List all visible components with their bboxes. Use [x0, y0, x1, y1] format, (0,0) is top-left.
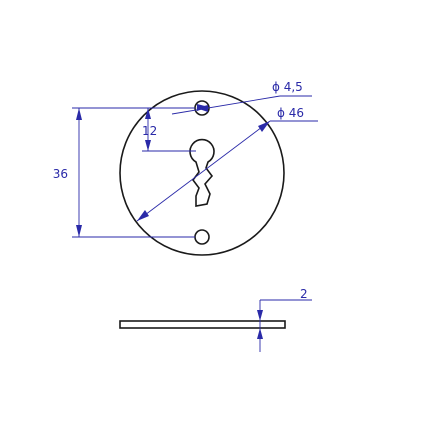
plate-side-profile: [119, 320, 286, 329]
dimension-keyhole-offset: 12: [142, 108, 196, 152]
escutcheon-plate-outline: [119, 90, 285, 256]
hole-diameter-label: ϕ 4,5: [272, 80, 303, 94]
bottom-screw-hole: [194, 229, 210, 245]
keyhole-slot: [189, 138, 215, 207]
plate-diameter-label: ϕ 46: [277, 106, 304, 120]
dimension-plate-diameter: ϕ 46: [136, 106, 318, 222]
keyhole-offset-label: 12: [142, 124, 157, 138]
side-view: [119, 320, 286, 329]
dimension-thickness: 2: [257, 287, 312, 352]
front-view: [119, 90, 285, 256]
dimension-hole-spacing: 36: [53, 107, 195, 238]
dimension-hole-diameter: ϕ 4,5: [171, 80, 312, 115]
hole-spacing-label: 36: [53, 167, 68, 181]
thickness-label: 2: [300, 287, 308, 301]
